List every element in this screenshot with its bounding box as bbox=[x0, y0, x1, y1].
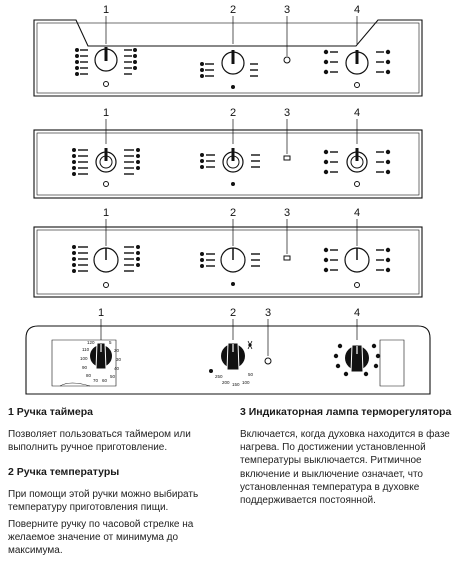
panel-2-knob-4 bbox=[346, 148, 368, 173]
callout-label: 3 bbox=[284, 207, 290, 219]
temp-mark: 250 bbox=[215, 374, 223, 379]
callout-label: 2 bbox=[230, 307, 236, 319]
panel-3 bbox=[33, 226, 423, 298]
timer-mark: 80 bbox=[86, 373, 92, 378]
panel-3-knob-2 bbox=[220, 247, 246, 273]
panel-2-knob-1 bbox=[95, 148, 117, 173]
temp-mark: 200 bbox=[222, 380, 230, 385]
panel-4 bbox=[25, 325, 431, 395]
callout-label: 2 bbox=[230, 107, 236, 119]
control-panel-diagrams: 1 2 3 4 1 bbox=[25, 4, 431, 395]
timer-mark: 40 bbox=[114, 366, 120, 371]
timer-mark: 60 bbox=[102, 378, 108, 383]
item2-title: 2 Ручка температуры bbox=[8, 466, 120, 478]
timer-mark: 90 bbox=[82, 365, 88, 370]
callout-label: 4 bbox=[354, 107, 360, 119]
indicator-lamp bbox=[283, 255, 291, 261]
timer-mark: 120 bbox=[87, 340, 95, 345]
panel-1 bbox=[33, 19, 423, 97]
indicator-lamp bbox=[283, 155, 291, 161]
panel-4-knob-4 bbox=[345, 344, 369, 373]
panel-1-labels: 1 2 3 4 bbox=[103, 4, 360, 16]
item3-text: Включается, когда духовка находится в фа… bbox=[240, 429, 450, 507]
callout-label: 1 bbox=[103, 207, 109, 219]
timer-mark: 5 bbox=[109, 340, 112, 345]
indicator-lamp bbox=[283, 56, 291, 64]
temp-mark: 50 bbox=[248, 372, 254, 377]
timer-mark: 20 bbox=[114, 348, 120, 353]
callout-label: 4 bbox=[354, 4, 360, 16]
panel-4-knob-1 bbox=[90, 342, 112, 370]
callout-label: 2 bbox=[230, 4, 236, 16]
timer-mark: 100 bbox=[80, 356, 88, 361]
panel-3-knob-1 bbox=[93, 247, 119, 273]
indicator-lamp bbox=[264, 357, 272, 365]
panel-3-knob-4 bbox=[344, 247, 370, 273]
temp-mark: 150 bbox=[232, 382, 240, 387]
timer-mark: 110 bbox=[82, 347, 90, 352]
callout-label: 3 bbox=[284, 107, 290, 119]
panel-1-knob-2 bbox=[221, 50, 245, 75]
item1-text: Позволяет пользоваться таймером или выпо… bbox=[8, 429, 191, 454]
temperature-scale: 250 200 150 100 50 bbox=[215, 372, 254, 387]
timer-mark: 30 bbox=[116, 357, 122, 362]
timer-scale: 5 20 30 40 50 60 70 80 90 100 110 120 bbox=[80, 340, 122, 383]
callout-label: 1 bbox=[103, 4, 109, 16]
callout-label: 1 bbox=[98, 307, 104, 319]
timer-mark: 70 bbox=[93, 378, 99, 383]
callout-label: 3 bbox=[265, 307, 271, 319]
callout-label: 4 bbox=[354, 207, 360, 219]
callout-label: 1 bbox=[103, 107, 109, 119]
callout-label: 4 bbox=[354, 307, 360, 319]
panel-2-knob-2 bbox=[222, 148, 244, 173]
callout-label: 3 bbox=[284, 4, 290, 16]
panel-2 bbox=[33, 129, 423, 199]
panel-1-knob-1 bbox=[94, 47, 118, 72]
temp-mark: 100 bbox=[242, 380, 250, 385]
panel-1-knob-4 bbox=[345, 50, 369, 75]
callout-label: 2 bbox=[230, 207, 236, 219]
item2-text-b: Поверните ручку по часовой стрелке на же… bbox=[8, 519, 194, 557]
timer-mark: 50 bbox=[110, 374, 116, 379]
item3-title: 3 Индикаторная лампа терморегулятора bbox=[240, 406, 452, 418]
item1-title: 1 Ручка таймера bbox=[8, 406, 94, 418]
panel-4-knob-2 bbox=[221, 342, 245, 371]
item2-text-a: При помощи этой ручки можно выбирать тем… bbox=[8, 489, 199, 514]
